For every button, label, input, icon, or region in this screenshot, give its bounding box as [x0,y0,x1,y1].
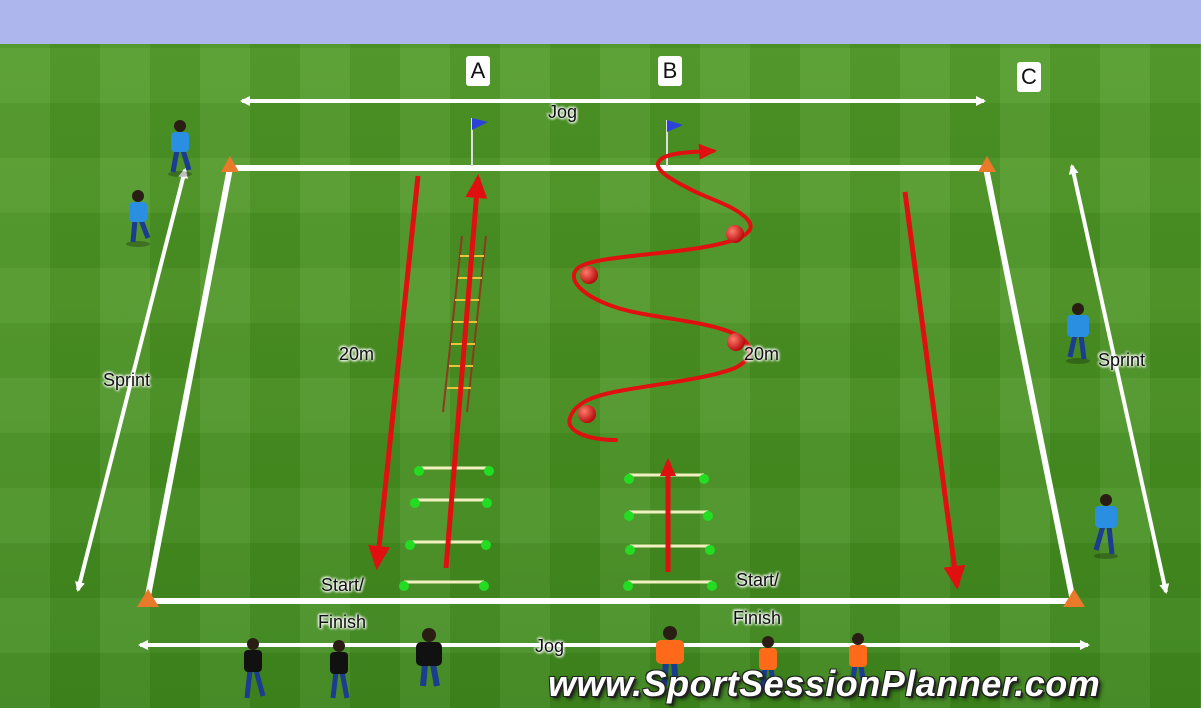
start-finish-left-line1: Start/ [321,575,365,595]
distance-label-left: 20m [339,344,375,364]
player-black-1 [244,638,266,699]
flag-station-b [666,120,683,166]
player-blue-2 [126,190,151,247]
ball-4 [578,405,596,423]
station-label-b: B [658,56,682,86]
start-finish-left-line2: Finish [318,612,367,632]
player-orange-1 [656,626,684,687]
station-label-c: C [1017,62,1041,92]
player-blue-1 [168,120,192,177]
player-black-3 [416,628,442,687]
start-finish-right-line1: Start/ [736,570,780,590]
sprint-left-arrow [75,168,188,592]
grass-pitch [0,44,1201,708]
station-label-a: A [466,56,490,86]
jog-top-label: Jog [548,102,578,122]
hurdles-station-a [399,466,494,591]
distance-label-middle: 20m [744,344,780,364]
slalom-path [567,143,753,442]
player-blue-3 [1066,303,1090,364]
flag-station-a [471,118,488,166]
ball-1 [726,225,744,243]
run-arrow-c-down [902,191,966,590]
corner-cone-top-right [978,156,996,172]
run-arrow-a-up [443,174,488,569]
corner-cone-bottom-left [137,589,159,607]
watermark: www.SportSessionPlanner.com [548,663,1101,704]
player-blue-4 [1093,494,1118,559]
ball-3 [727,333,745,351]
pitch-boundary [144,165,1076,604]
player-orange-3 [849,633,867,688]
sprint-left-label: Sprint [103,370,151,390]
ball-2 [580,266,598,284]
sprint-right-label: Sprint [1098,350,1146,370]
top-banner [0,0,1201,44]
corner-cone-top-left [221,156,239,172]
sprint-right-arrow [1068,164,1170,594]
jog-bottom-label: Jog [535,636,565,656]
player-black-2 [330,640,350,699]
player-orange-2 [759,636,777,691]
start-finish-right-line2: Finish [733,608,782,628]
run-arrow-a-down [368,175,421,570]
corner-cone-bottom-right [1063,589,1085,607]
